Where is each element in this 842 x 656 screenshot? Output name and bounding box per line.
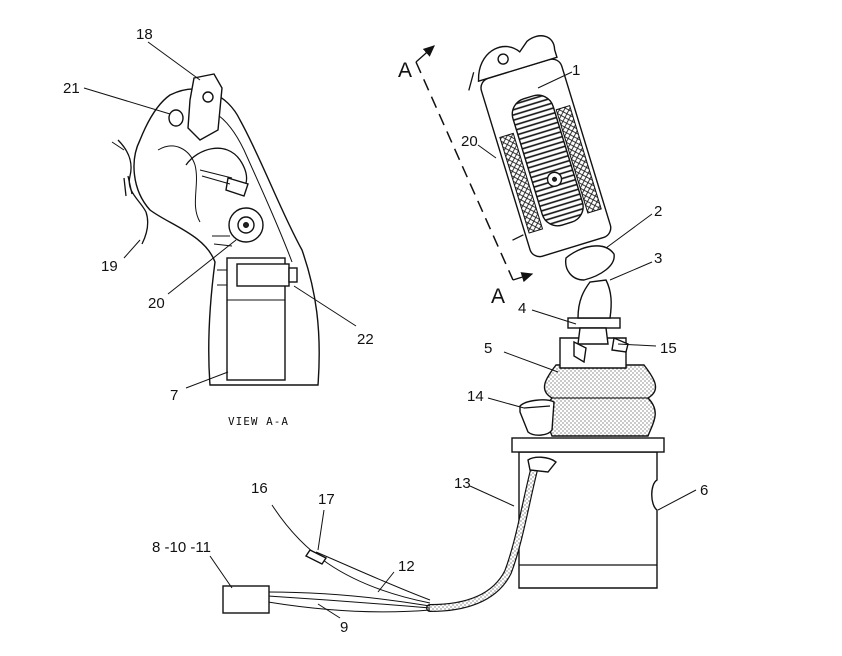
callout-1: 1	[572, 62, 580, 79]
view-a-a-detail	[111, 73, 320, 386]
callout-5: 5	[484, 340, 492, 357]
callout-15: 15	[660, 340, 677, 357]
callout-20-right: 17	[318, 491, 335, 508]
callout-13: 13	[454, 475, 471, 492]
callout-22: 22	[357, 331, 374, 348]
callout-7: 9	[340, 619, 348, 636]
callout-17: 19	[101, 258, 118, 275]
joystick-assembly	[222, 245, 665, 614]
callout-9: 7	[170, 387, 178, 404]
callout-14: 14	[467, 388, 484, 405]
handle-grip	[468, 35, 612, 258]
view-caption: VIEW A-A	[228, 415, 289, 428]
callouts: 18 21 19 20 22 7 VIEW A-A 1 20 2 3 4 15 …	[63, 26, 708, 636]
callout-21: 21	[63, 80, 80, 97]
section-cut-a-a: A A	[398, 45, 534, 308]
leader-lines	[83, 41, 697, 619]
callout-6: 6	[700, 482, 708, 499]
callout-18: 20	[148, 295, 165, 312]
callout-8-10-11: 8 -10 -11	[152, 539, 211, 556]
callout-19: 20	[461, 133, 478, 150]
callout-12: 12	[398, 558, 415, 575]
callout-2: 2	[654, 203, 662, 220]
callout-16: 18	[136, 26, 153, 43]
section-letter-top: A	[398, 59, 412, 82]
callout-4: 4	[518, 300, 526, 317]
section-letter-bottom: A	[491, 285, 505, 308]
callout-20-left: 16	[251, 480, 268, 497]
callout-3: 3	[654, 250, 662, 267]
